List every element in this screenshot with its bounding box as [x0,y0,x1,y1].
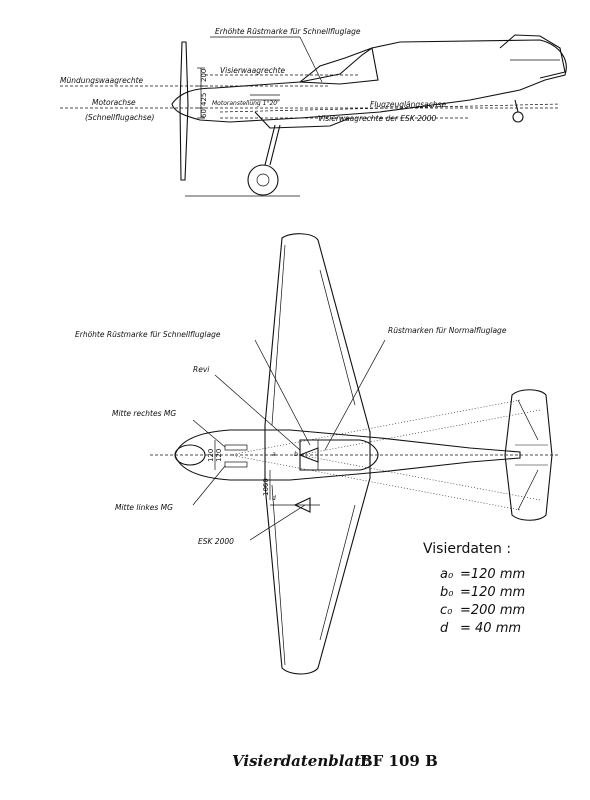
sheet-title-text: Visierdatenblatt [232,752,368,770]
side-main-wheel [247,164,279,196]
sight-data-row-value: =200 mm [460,603,525,618]
label-normal-marks: Rüstmarken für Normalfluglage [388,326,507,335]
sight-data-table: Visierdaten : a₀ =120 mm b₀ =120 mm c₀ =… [423,541,525,636]
mark-b: b [294,451,298,458]
label-engine-setting: Motoranstellung 1°20' [212,100,279,107]
top-right-mg [224,444,248,451]
mark-a: a [272,451,276,458]
label-revi: Revi [193,365,210,374]
dim-60: 60 [200,109,208,118]
sight-data-row-value: = 40 mm [460,621,521,636]
side-view: 200 425 60 Erhöhte Rüstmarke für Schnell… [60,27,567,197]
dim-200: 200 [200,69,208,82]
label-engine-axis: Motorachse [92,98,136,107]
sight-data-row-value: =120 mm [460,567,525,582]
top-wing-outline [264,233,371,675]
side-landing-gear-leg [264,124,276,166]
sight-data-row-name: d [440,621,449,636]
label-esk: ESK 2000 [198,537,234,546]
side-wing [254,111,351,129]
label-right-mg: Mitte rechtes MG [112,409,176,418]
label-raised-mark-top: Erhöhte Rüstmarke für Schnellfluglage [75,330,221,339]
dim-120-a: 120 [207,449,215,462]
dim-120-b: 120 [215,449,223,462]
top-view: 120 120 1060 a b c d Erhöhte Rüstmarke f… [75,233,560,675]
label-longitudinal-axis: Flugzeuglängsachse [370,100,446,109]
sight-data-row-name: b₀ [440,585,454,600]
side-canopy [298,47,379,85]
label-fast-flight-axis: (Schnellflugachse) [85,113,154,122]
propeller-icon [179,41,189,181]
sight-data-title: Visierdaten : [423,541,511,557]
label-left-mg: Mitte linkes MG [115,503,173,512]
dim-1060: 1060 [262,478,270,496]
sheet-title: Visierdatenblatt BF 109 B [232,752,438,770]
label-muzzle-horizontal: Mündungswaagrechte [60,76,144,85]
side-tail-fin [499,34,566,79]
sheet-title-model: BF 109 B [360,752,438,770]
dim-425: 425 [200,93,208,106]
label-sight-horizontal: Visierwaagrechte [220,66,286,75]
side-tail-wheel [512,111,524,123]
label-raised-mark-side: Erhöhte Rüstmarke für Schnellfluglage [215,27,361,36]
sight-data-row-value: =120 mm [460,585,525,600]
side-fuselage-outline [171,39,567,123]
mark-d: d [272,495,276,502]
longitudinal-axis-line [219,103,561,113]
sight-data-row-name: c₀ [440,603,453,618]
top-left-mg [224,461,248,468]
mark-c: c [264,483,268,490]
sight-data-row-name: a₀ [440,567,454,582]
label-esk-horizontal: Visierwaagrechte der ESK 2000 [318,114,436,123]
